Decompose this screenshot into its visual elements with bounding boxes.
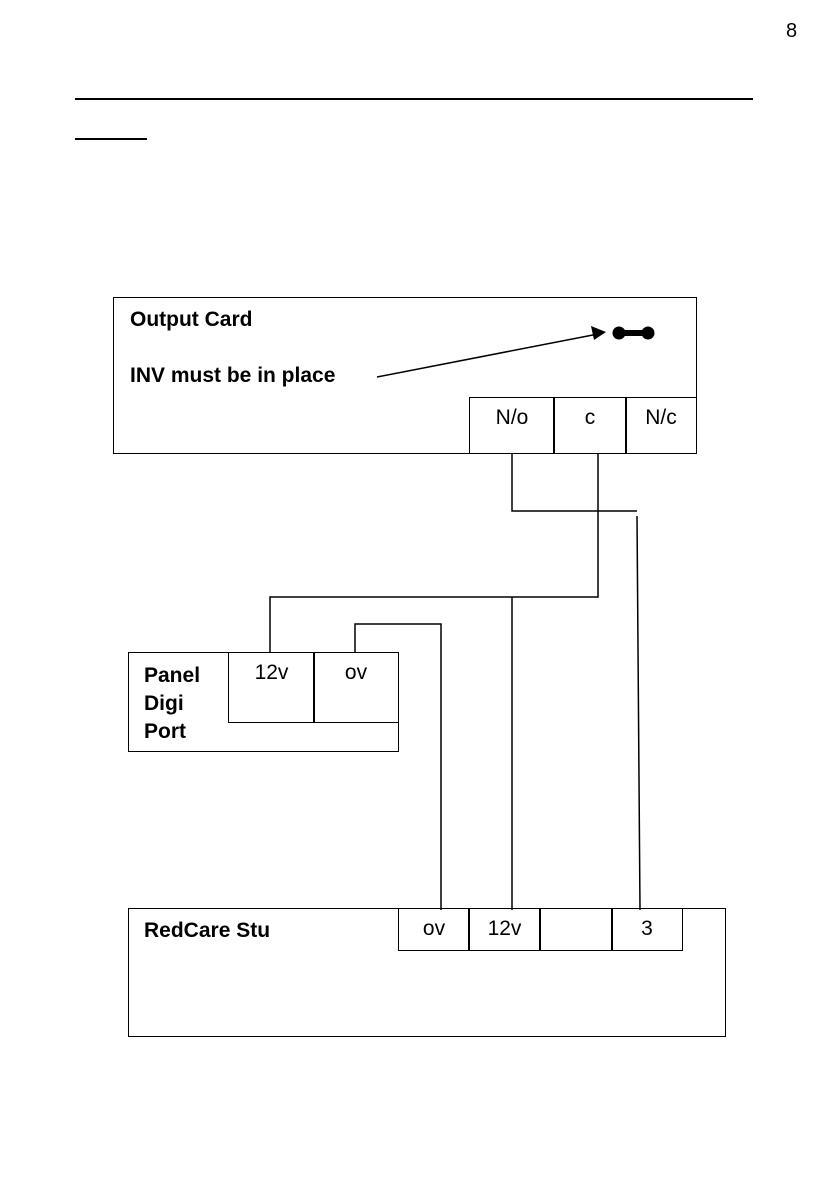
- wire-nc-3: [637, 516, 640, 910]
- panel-terminal-ov: ov: [313, 652, 399, 723]
- redcare-terminal-ov: ov: [398, 908, 470, 951]
- header-rule: [75, 98, 753, 100]
- panel-title-line-3: Port: [144, 718, 186, 746]
- inv-note: INV must be in place: [130, 362, 335, 390]
- wire-c: [270, 453, 598, 653]
- terminal-no: N/o: [469, 397, 555, 454]
- terminal-nc: N/c: [625, 397, 697, 454]
- redcare-terminal-3: 3: [611, 908, 683, 951]
- redcare-terminal-blank: [539, 908, 613, 951]
- terminal-c: c: [553, 397, 627, 454]
- panel-terminal-12v: 12v: [228, 652, 315, 723]
- redcare-title: RedCare Stu: [144, 917, 270, 945]
- page-number: 8: [786, 20, 797, 43]
- panel-title-line-2: Digi: [144, 690, 184, 718]
- header-underline: [75, 138, 147, 140]
- wire-no: [512, 453, 637, 511]
- redcare-terminal-12v: 12v: [468, 908, 541, 951]
- panel-title-line-1: Panel: [144, 662, 200, 690]
- output-card-title: Output Card: [130, 306, 252, 334]
